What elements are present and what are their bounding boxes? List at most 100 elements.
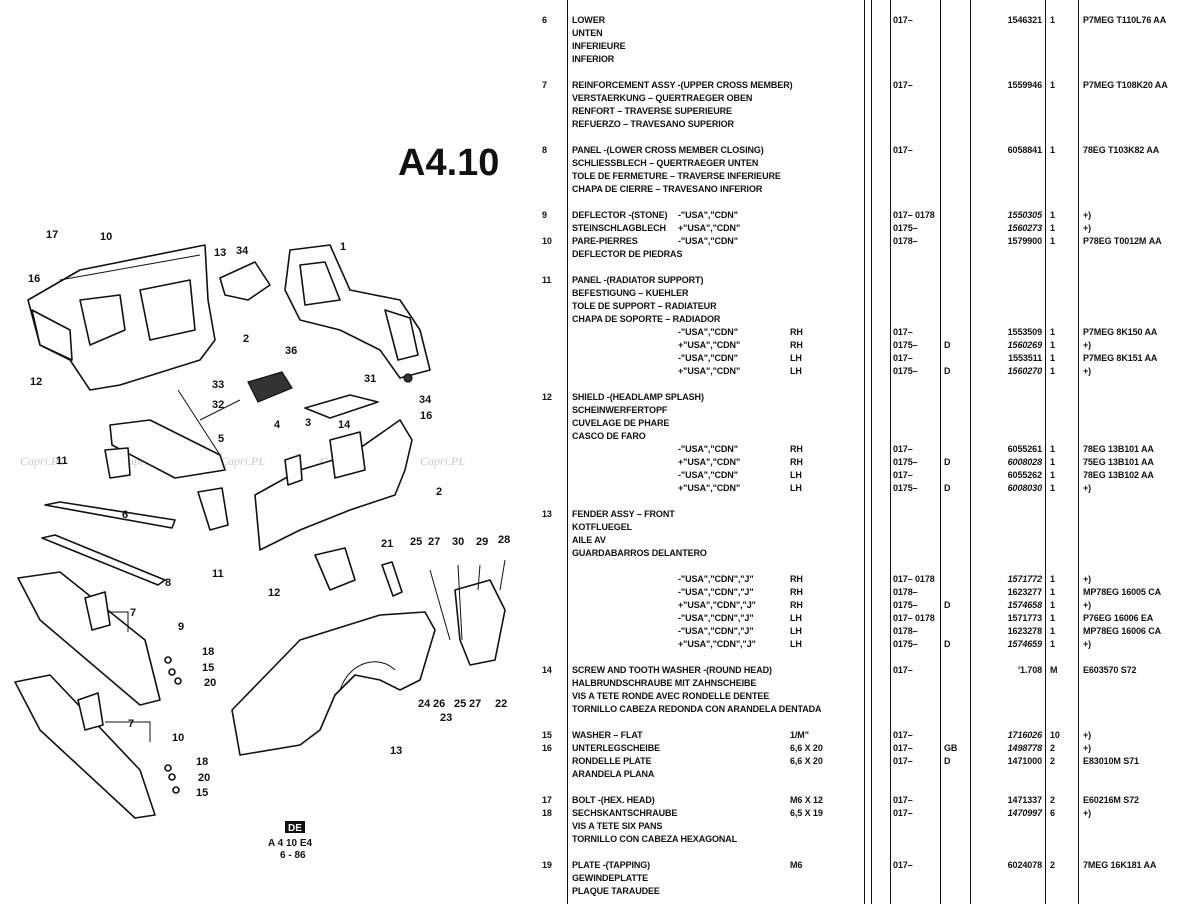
item-part-number: 1571773 bbox=[1007, 613, 1042, 623]
ref-figure: A 4 10 E4 bbox=[268, 838, 313, 849]
item-part-number: 1553511 bbox=[1008, 353, 1042, 363]
item-description: GUARDABARROS DELANTERO bbox=[572, 548, 707, 558]
item-engineering-number: MP78EG 16005 CA bbox=[1083, 587, 1162, 597]
item-engineering-number: P7µEG 8K150 AA bbox=[1083, 327, 1158, 337]
item-serial-range: 017– bbox=[893, 15, 913, 25]
item-serial-range: 0175– bbox=[893, 457, 918, 467]
item-quantity: 1 bbox=[1050, 613, 1055, 623]
callout-label: 25 bbox=[410, 536, 422, 548]
part-grille-36 bbox=[247, 371, 293, 403]
page-title: A4.10 bbox=[398, 142, 499, 184]
callout-label: 21 bbox=[381, 538, 393, 550]
item-part-number: 1498778 bbox=[1007, 743, 1042, 753]
item-engineering-number: +) bbox=[1083, 808, 1092, 818]
item-engineering-number: E60216µ S72 bbox=[1083, 795, 1139, 805]
item-spec: RH bbox=[790, 574, 803, 584]
item-part-number: 1546321 bbox=[1007, 15, 1042, 25]
item-description: UNTERLEGSCHEIBE bbox=[572, 743, 661, 753]
item-quantity: 1 bbox=[1050, 483, 1055, 493]
callout-label: 31 bbox=[364, 373, 376, 385]
table-row: UNTEN bbox=[530, 27, 1200, 40]
item-quantity: 1 bbox=[1050, 353, 1055, 363]
item-part-number: 6058841 bbox=[1007, 145, 1042, 155]
item-description: DEFLECTOR -(STONE) bbox=[572, 210, 668, 220]
item-part-number: 1623278 bbox=[1007, 626, 1042, 636]
item-part-number: 1716026 bbox=[1007, 730, 1042, 740]
table-row bbox=[530, 846, 1200, 859]
item-description: KOTFLUEGEL bbox=[572, 522, 632, 532]
item-engineering-number: +) bbox=[1083, 574, 1092, 584]
item-spec: LH bbox=[790, 626, 802, 636]
callout-label: 12 bbox=[30, 376, 42, 388]
callout-label: 28 bbox=[498, 534, 510, 546]
part-bar-8 bbox=[41, 534, 166, 586]
item-part-number: 1560273 bbox=[1007, 223, 1042, 233]
item-description: TORNILLO CON CABEZA HEXAGONAL bbox=[572, 834, 738, 844]
item-serial-range: 0175– bbox=[893, 600, 918, 610]
table-row bbox=[530, 261, 1200, 274]
callout-label: 18 bbox=[202, 646, 214, 658]
table-row bbox=[530, 196, 1200, 209]
table-row: CUVELAGE DE PHARE bbox=[530, 417, 1200, 430]
item-number: 16 bbox=[542, 743, 552, 753]
table-row: VIS A TETE SIX PANS bbox=[530, 820, 1200, 833]
item-description: CUVELAGE DE PHARE bbox=[572, 418, 670, 428]
callout-label: 10 bbox=[100, 231, 112, 243]
item-engineering-number: 75EG 13B101 AA bbox=[1083, 457, 1154, 467]
item-engineering-number: +) bbox=[1083, 600, 1092, 610]
item-description: UNTEN bbox=[572, 28, 603, 38]
item-engineering-number: +) bbox=[1083, 366, 1092, 376]
table-row: TORNILLO CABEZA REDONDA CON ARANDELA DEN… bbox=[530, 703, 1200, 716]
table-row bbox=[530, 131, 1200, 144]
item-market: -"USA","CDN" bbox=[678, 210, 738, 220]
table-row: KOTFLUEGEL bbox=[530, 521, 1200, 534]
item-quantity: 1 bbox=[1050, 366, 1055, 376]
item-number: 10 bbox=[542, 236, 552, 246]
ref-date: 6 - 86 bbox=[280, 850, 306, 861]
callout-label: 16 bbox=[28, 273, 40, 285]
callout-label: 23 bbox=[440, 712, 452, 724]
callout-label: 15 bbox=[202, 662, 214, 674]
table-row: TORNILLO CON CABEZA HEXAGONAL bbox=[530, 833, 1200, 846]
item-description: LOWER bbox=[572, 15, 605, 25]
item-serial-range: 017– bbox=[893, 327, 913, 337]
callout-label: 27 bbox=[428, 536, 440, 548]
item-serial-range: 0178– bbox=[893, 626, 918, 636]
item-spec: M6 bbox=[790, 860, 803, 870]
item-description: PLAQUE TARAUDEE bbox=[572, 886, 660, 896]
table-row: BEFESTIGUNG – KUEHLER bbox=[530, 287, 1200, 300]
callout-label: 13 bbox=[390, 745, 402, 757]
table-row: ARANDELA PLANA bbox=[530, 768, 1200, 781]
callout-label: 18 bbox=[196, 756, 208, 768]
item-market: +"USA","CDN" bbox=[678, 223, 741, 233]
item-description: TOLE DE FERMETURE – TRAVERSE INFERIEURE bbox=[572, 171, 781, 181]
item-serial-range: 017– bbox=[893, 444, 913, 454]
item-spec: 6,5 X 19 bbox=[790, 808, 823, 818]
callout-label: 33 bbox=[212, 379, 224, 391]
item-spec: RH bbox=[790, 444, 803, 454]
item-engineering-number: +) bbox=[1083, 639, 1092, 649]
table-row bbox=[530, 716, 1200, 729]
part-apron-right bbox=[284, 244, 431, 379]
item-description: HALBRUNDSCHRAUBE MIT ZAHNSCHEIBE bbox=[572, 678, 757, 688]
item-market: +"USA","CDN","J" bbox=[678, 600, 756, 610]
item-market: +"USA","CDN" bbox=[678, 457, 741, 467]
item-engineering-number: 78EG 13B102 AA bbox=[1083, 470, 1154, 480]
item-serial-range: 017– bbox=[893, 80, 913, 90]
item-serial-range: 0175– bbox=[893, 639, 918, 649]
table-row bbox=[530, 378, 1200, 391]
part-bar-6 bbox=[44, 501, 176, 529]
ref-code: DE bbox=[288, 823, 302, 834]
item-serial-range: 017– bbox=[893, 743, 913, 753]
item-spec: LH bbox=[790, 353, 802, 363]
